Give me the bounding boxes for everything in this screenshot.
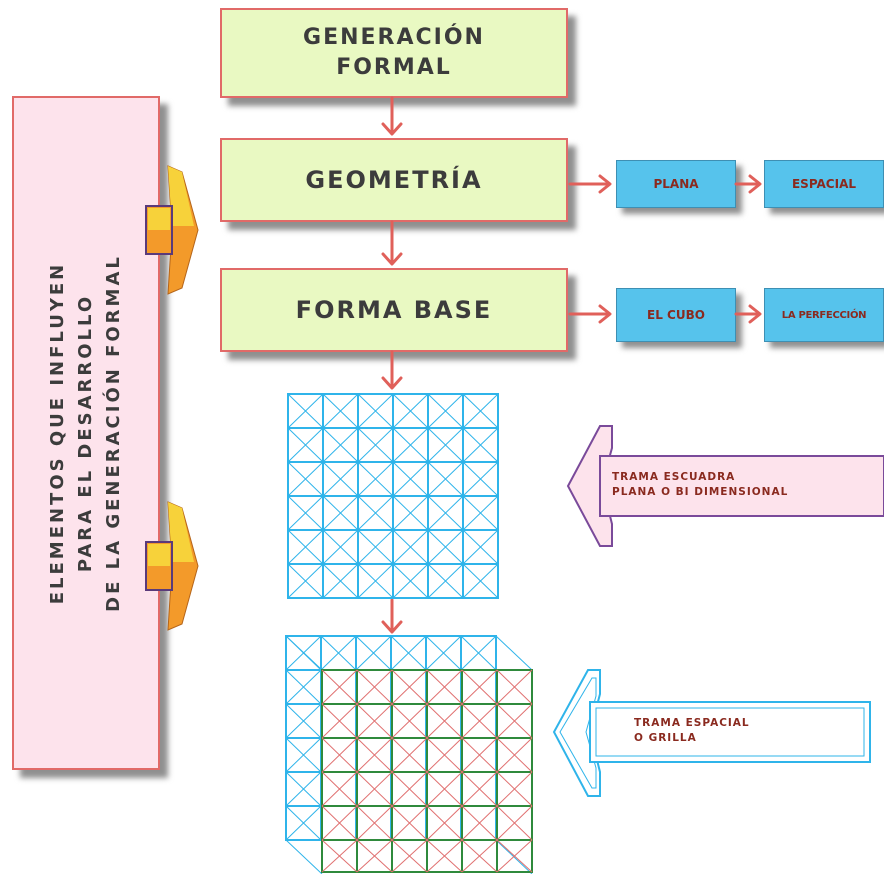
generacion-line1: GENERACIÓN	[303, 25, 485, 50]
trama-escuadra-callout	[566, 425, 884, 547]
arrow-right-3-icon	[598, 304, 612, 324]
bracket-connector-bottom-icon	[145, 501, 199, 631]
generacion-formal-box: GENERACIÓN FORMAL	[220, 8, 568, 98]
la-perfeccion-box: LA PERFECCIÓN	[764, 288, 884, 342]
geometria-box: GEOMETRÍA	[220, 138, 568, 222]
trama-espacial-text: TRAMA ESPACIAL O GRILLA	[634, 716, 750, 746]
arrow-down-4-icon	[381, 620, 403, 634]
trama-escuadra-line2: PLANA O BI DIMENSIONAL	[612, 486, 789, 498]
el-cubo-box: EL CUBO	[616, 288, 736, 342]
trama-espacial-line2: O GRILLA	[634, 732, 697, 744]
arrow-right-2-icon	[748, 174, 762, 194]
trama-espacial-line1: TRAMA ESPACIAL	[634, 717, 750, 729]
espacial-label: ESPACIAL	[791, 177, 857, 191]
bracket-connector-top-icon	[145, 165, 199, 295]
plana-box: PLANA	[616, 160, 736, 208]
elements-panel: ELEMENTOS QUE INFLUYEN PARA EL DESARROLL…	[12, 96, 160, 770]
arrow-down-2-icon	[381, 252, 403, 266]
geometria-label: GEOMETRÍA	[305, 166, 483, 194]
spatial-grid-diagram	[285, 635, 533, 874]
arrow-down-1-icon	[381, 122, 403, 136]
generacion-line2: FORMAL	[336, 55, 452, 80]
flat-grid-diagram	[287, 393, 499, 599]
arrow-down-3-icon	[381, 376, 403, 390]
la-perfeccion-label: LA PERFECCIÓN	[781, 309, 867, 321]
forma-base-box: FORMA BASE	[220, 268, 568, 352]
arrow-right-4-icon	[748, 304, 762, 324]
plana-label: PLANA	[653, 177, 699, 191]
forma-base-label: FORMA BASE	[295, 296, 493, 324]
trama-espacial-callout	[552, 669, 871, 797]
espacial-box: ESPACIAL	[764, 160, 884, 208]
el-cubo-label: EL CUBO	[647, 308, 705, 322]
trama-escuadra-line1: TRAMA ESCUADRA	[612, 471, 736, 483]
arrow-right-1-icon	[598, 174, 612, 194]
trama-escuadra-text: TRAMA ESCUADRA PLANA O BI DIMENSIONAL	[612, 470, 788, 500]
